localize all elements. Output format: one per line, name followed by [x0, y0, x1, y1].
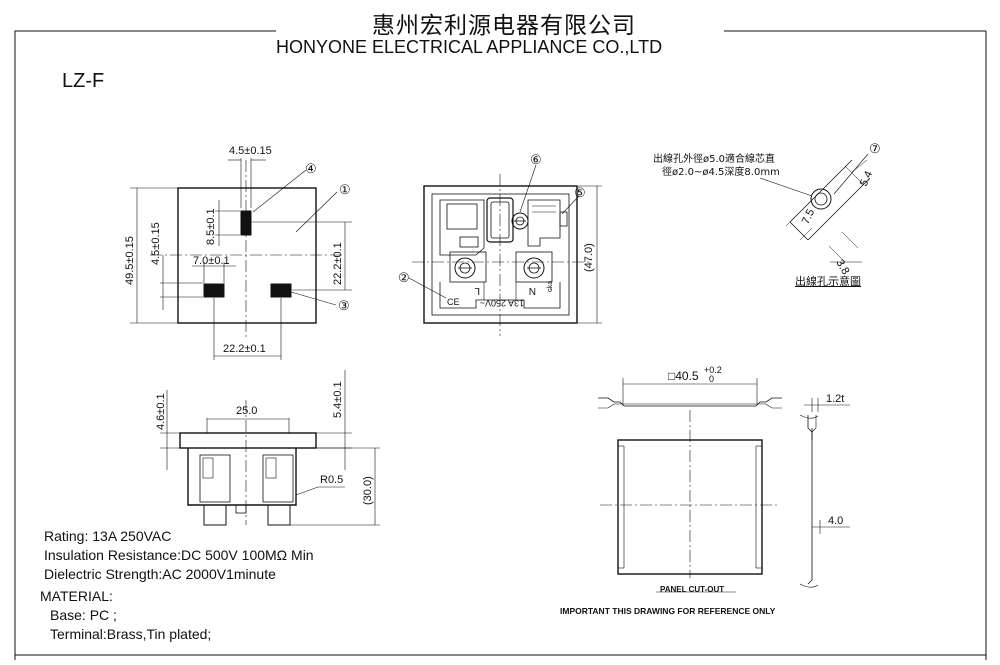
wire-hole-detail	[759, 153, 871, 263]
callout-1: ①	[339, 182, 351, 197]
spec-insulation: Insulation Resistance:DC 500V 100MΩ Min	[44, 547, 314, 563]
socket-back-view	[408, 164, 602, 336]
dim-30: (30.0)	[362, 476, 374, 505]
socket-mark-l: L	[474, 285, 480, 296]
dim-4-6: 4.6±0.1	[155, 393, 167, 430]
dim-47: (47.0)	[583, 243, 595, 272]
dim-1-2t: 1.2t	[826, 393, 844, 405]
dim-7-5-detail: 7.5	[800, 207, 817, 226]
dim-22-2-horizontal: 22.2±0.1	[223, 343, 266, 355]
neutral-pin-slot	[270, 283, 292, 298]
model-number: LZ-F	[62, 70, 105, 92]
front-view	[130, 158, 352, 360]
wire-hole-note-line2: 徑ø2.0~ø4.5深度8.0mm	[662, 167, 780, 178]
material-base: Base: PC ;	[50, 607, 117, 623]
dim-49-5: 49.5±0.15	[124, 236, 136, 285]
earth-pin-slot	[240, 210, 252, 236]
reference-note: IMPORTANT THIS DRAWING FOR REFERENCE ONL…	[560, 606, 776, 616]
callout-3: ③	[338, 298, 350, 313]
socket-mark-n: N	[529, 285, 536, 296]
drawing-frame	[14, 30, 276, 660]
callout-5: ⑤	[574, 185, 586, 200]
wire-hole-caption: 出線孔示意圖	[795, 275, 861, 288]
callout-6: ⑥	[530, 152, 542, 167]
callout-7: ⑦	[869, 141, 881, 156]
panel-cutout-view	[598, 378, 850, 593]
dim-40-5-tol-up: +0.2	[704, 365, 722, 375]
company-name-en: HONYONE ELECTRICAL APPLIANCE CO.,LTD	[276, 37, 663, 57]
dim-r0-5: R0.5	[320, 474, 343, 486]
callout-4: ④	[305, 161, 317, 176]
company-name-cn: 惠州宏利源电器有限公司	[372, 13, 636, 39]
live-pin-slot	[203, 283, 225, 298]
dim-7-0: 7.0±0.1	[193, 255, 230, 267]
callout-2: ②	[398, 270, 410, 285]
socket-brand-mark: ɢka	[547, 281, 554, 292]
ce-mark: CE	[447, 297, 460, 307]
dim-40-5: □40.5	[668, 369, 699, 383]
dim-5-4: 5.4±0.1	[332, 381, 344, 418]
dim-40-5-tol-down: 0	[709, 374, 714, 384]
spec-dielectric: Dielectric Strength:AC 2000V1minute	[44, 566, 276, 582]
material-terminal: Terminal:Brass,Tin plated;	[50, 626, 212, 642]
dim-4-0: 4.0	[828, 515, 843, 527]
material-title: MATERIAL:	[40, 588, 113, 604]
side-view	[160, 370, 380, 526]
socket-rating-mark: 13A 250V~	[480, 298, 524, 308]
panel-cutout-label: PANEL CUT-OUT	[660, 585, 724, 594]
dim-5-4-detail: 5.4	[858, 169, 875, 188]
dim-8-5: 8.5±0.1	[205, 208, 217, 245]
wire-hole-note-line1: 出線孔外徑ø5.0適合線芯直	[653, 154, 776, 165]
spec-rating: Rating: 13A 250VAC	[44, 528, 172, 544]
dim-4-5-vertical: 4.5±0.15	[150, 222, 162, 265]
dim-25: 25.0	[236, 405, 257, 417]
dim-22-2-vertical: 22.2±0.1	[332, 242, 344, 285]
dim-4-5-top: 4.5±0.15	[229, 145, 272, 157]
